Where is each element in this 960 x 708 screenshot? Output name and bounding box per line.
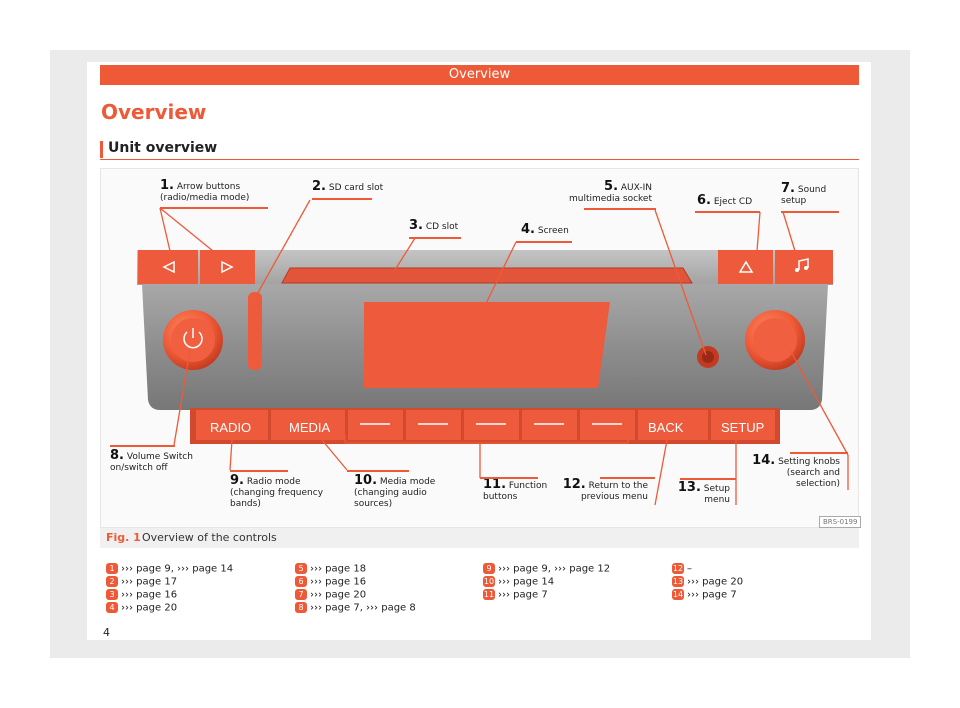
- sound-button: [775, 250, 833, 284]
- callout-4: 4. Screen: [521, 222, 569, 237]
- reference-8: 8››› page 7, ››› page 8: [295, 602, 416, 615]
- caption-label: Fig. 1: [106, 531, 141, 544]
- power-icon: [183, 331, 203, 349]
- reference-7: 7››› page 20: [295, 589, 366, 602]
- callout-12: 12. Return to the previous menu: [562, 477, 648, 502]
- arrow-right-icon: [221, 260, 234, 274]
- reference-4: 4››› page 20: [106, 602, 177, 615]
- setup-button-label: SETUP: [721, 420, 765, 435]
- section-subtitle: Unit overview: [108, 140, 218, 156]
- callout-10: 10. Media mode (changing audio sources): [354, 473, 436, 509]
- function-button-2: [406, 410, 461, 440]
- radio-button: [196, 410, 268, 440]
- section-header-bar: Overview: [100, 65, 859, 85]
- reference-12: 12–: [672, 563, 692, 575]
- arrow-left-button: [138, 250, 198, 284]
- note-icon: [798, 258, 809, 270]
- eject-button: [718, 250, 773, 284]
- caption-bar: [100, 528, 859, 548]
- function-button-3: [464, 410, 519, 440]
- caption-text: Overview of the controls: [142, 531, 277, 544]
- page-title: Overview: [101, 100, 207, 124]
- reference-5: 5››› page 18: [295, 563, 366, 576]
- function-button-1: [348, 410, 403, 440]
- callout-6: 6. Eject CD: [697, 193, 753, 208]
- callout-14: 14. Setting knobs (search and selection): [752, 453, 840, 489]
- media-button: [271, 410, 345, 440]
- reference-1: 1››› page 9, ››› page 14: [106, 563, 233, 576]
- arrow-left-icon: [162, 260, 175, 274]
- radio-button-label: RADIO: [210, 420, 252, 435]
- function-button-4: [522, 410, 577, 440]
- callout-8: 8. Volume Switch on/switch off: [110, 448, 193, 473]
- callout-1: 1. Arrow buttons (radio/media mode): [160, 178, 250, 203]
- reference-10: 10››› page 14: [483, 576, 555, 588]
- callout-5: 5. AUX-IN multimedia socket: [569, 179, 652, 204]
- reference-9: 9››› page 9, ››› page 12: [483, 563, 610, 576]
- media-button-label: MEDIA: [289, 420, 331, 435]
- callout-3: 3. CD slot: [409, 218, 459, 233]
- cd-slot: [281, 267, 693, 284]
- figure-code: BRS-0199: [819, 516, 862, 528]
- arrow-right-button: [200, 250, 255, 284]
- reference-2: 2››› page 17: [106, 576, 177, 589]
- callout-9: 9. Radio mode (changing frequency bands): [230, 473, 324, 509]
- back-button: [638, 410, 708, 440]
- reference-11: 11››› page 7: [483, 589, 548, 601]
- back-button-label: BACK: [648, 420, 684, 435]
- function-button-5: [580, 410, 635, 440]
- sd-card-slot: [248, 292, 262, 370]
- reference-13: 13››› page 20: [672, 576, 744, 588]
- callout-2: 2. SD card slot: [312, 179, 384, 194]
- screen: [364, 302, 610, 388]
- reference-6: 6››› page 16: [295, 576, 366, 589]
- subtitle-marker: [100, 141, 103, 158]
- setup-button: [711, 410, 775, 440]
- subtitle-divider: [100, 159, 859, 160]
- eject-icon: [738, 260, 754, 273]
- reference-14: 14››› page 7: [672, 589, 737, 601]
- reference-3: 3››› page 16: [106, 589, 177, 602]
- callout-13: 13. Setup menu: [677, 480, 730, 505]
- callout-7: 7. Sound setup: [781, 181, 827, 206]
- page-number: 4: [103, 626, 110, 639]
- callout-11: 11. Function buttons: [483, 477, 548, 502]
